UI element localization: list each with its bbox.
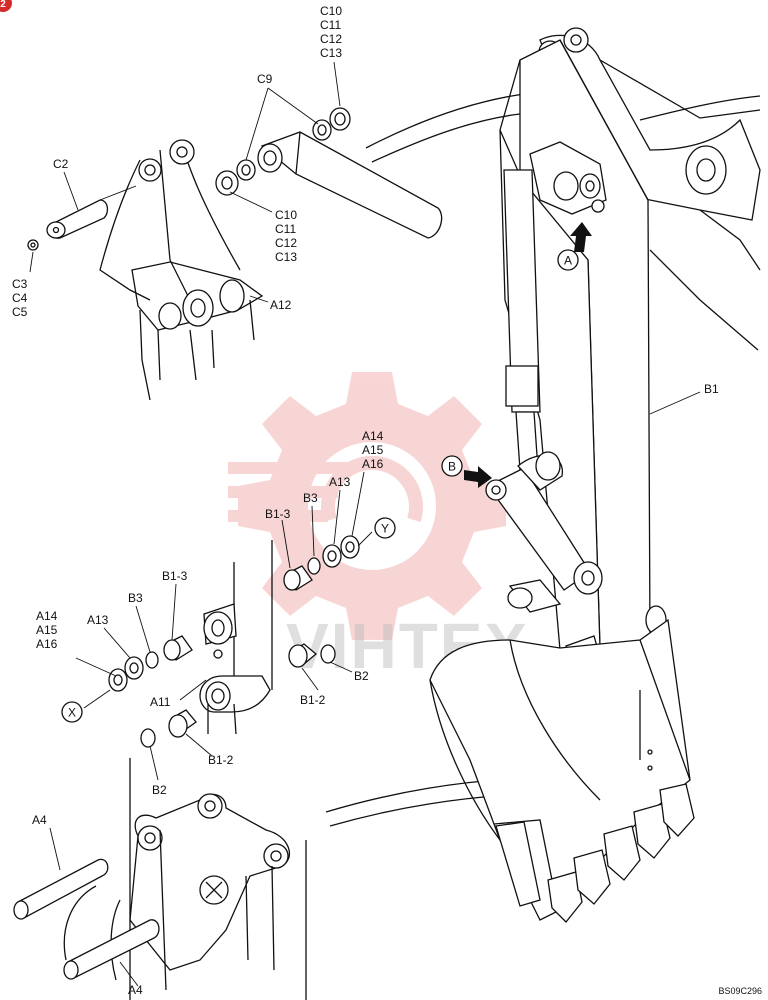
callout-b: B [441,455,463,477]
label-b1-3-right: B1-3 [265,507,291,521]
label-a16-right: A16 [362,457,384,471]
watermark-gear-icon [228,372,506,640]
leader-lines-top [29,61,341,303]
label-a4-top: A4 [32,813,47,827]
part-labels: C10 C11 C12 C13 C9 C2 C3 C4 C5 C10 C11 C… [12,4,719,997]
bushings-upper [283,535,360,668]
callout-x: X [61,701,83,723]
label-b3-right: B3 [303,491,318,505]
corner-badge: 2 [0,0,12,12]
label-c11-bottom: C11 [275,222,296,236]
label-a4-bottom: A4 [128,983,143,997]
callout-a: A [557,249,579,271]
label-c10-top: C10 [320,4,342,18]
label-c9: C9 [257,72,273,86]
pin-c2 [27,185,137,251]
boom-cylinder [257,131,443,239]
label-c12-bottom: C12 [275,236,297,250]
arrow-a-icon [570,222,592,252]
label-c12-top: C12 [320,32,342,46]
label-c3: C3 [12,277,28,291]
bucket-link-assembly [13,758,307,1000]
label-c5: C5 [12,305,28,319]
label-c11-top: C11 [320,18,341,32]
boom-foot-bracket [99,139,264,401]
bushings-lower [108,635,197,748]
label-a14-right: A14 [362,429,384,443]
svg-text:Y: Y [381,522,389,536]
label-b1: B1 [704,382,719,396]
label-c4: C4 [12,291,28,305]
washers-c9 [215,107,351,196]
label-b1-3-left: B1-3 [162,569,188,583]
label-c10-bottom: C10 [275,208,297,222]
label-c13-bottom: C13 [275,250,297,264]
label-b1-2-right: B1-2 [300,693,326,707]
label-c2: C2 [53,157,69,171]
label-a12: A12 [270,298,292,312]
label-a14-left: A14 [36,609,58,623]
svg-text:X: X [68,706,76,720]
callout-y: Y [374,517,396,539]
label-b2-right: B2 [354,669,369,683]
label-a16-left: A16 [36,637,58,651]
label-a13-right: A13 [329,475,351,489]
label-a13-left: A13 [87,613,109,627]
label-b2-left: B2 [152,783,167,797]
label-a11: A11 [150,695,171,709]
drawing-code: BS09C296 [718,986,762,996]
leader-lines-middle [75,391,701,781]
label-a15-left: A15 [36,623,58,637]
label-b3-left: B3 [128,591,143,605]
arrow-b-icon [464,466,492,488]
arm-end-exploded [199,540,273,735]
label-b1-2-left: B1-2 [208,753,234,767]
label-c13-top: C13 [320,46,342,60]
svg-text:A: A [564,254,572,268]
svg-text:B: B [448,460,456,474]
label-a15-right: A15 [362,443,384,457]
